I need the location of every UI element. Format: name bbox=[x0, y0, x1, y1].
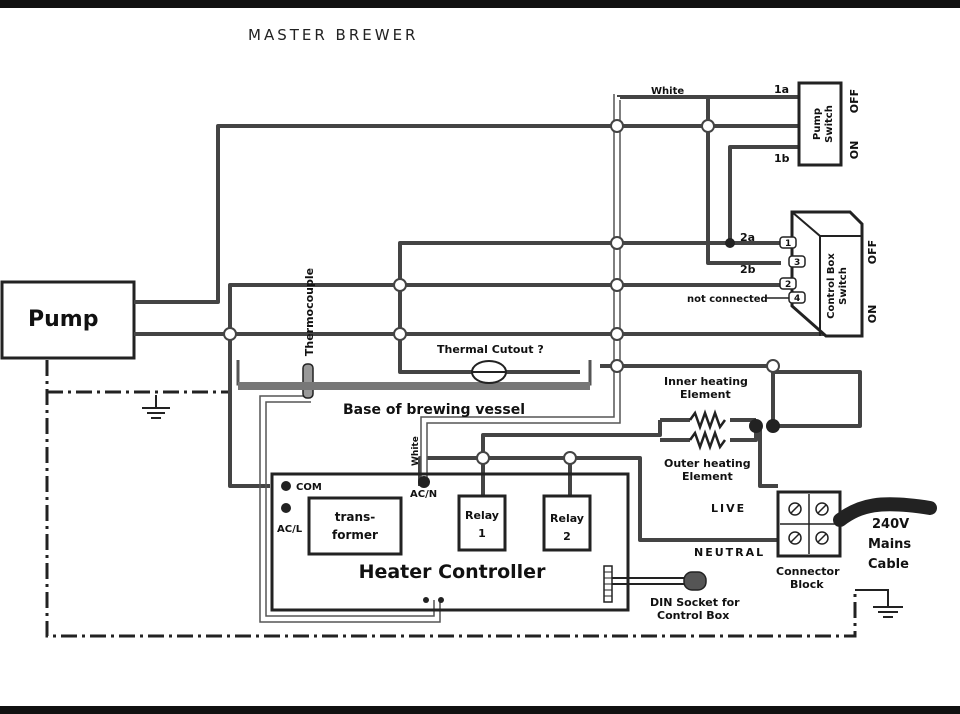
terminal-2a-label: 2a bbox=[740, 231, 755, 244]
heating-elements bbox=[688, 409, 727, 451]
mains-label-1: 240V bbox=[872, 517, 909, 532]
ground-symbol-left bbox=[142, 395, 170, 419]
relay-2-box bbox=[542, 494, 592, 552]
diagram-title: MASTER BREWER bbox=[248, 26, 418, 44]
cb-switch-on: ON bbox=[866, 305, 879, 324]
inner-element-label-1: Inner heating bbox=[664, 375, 748, 388]
wire-2b bbox=[706, 97, 781, 265]
thermocouple-label: Thermocouple bbox=[303, 268, 316, 356]
com-label: COM bbox=[296, 482, 322, 493]
acl-label: AC/L bbox=[277, 524, 303, 535]
terminal-1: 1 bbox=[785, 239, 791, 249]
white-wire bbox=[420, 94, 621, 480]
relay-1-label-1: Relay bbox=[465, 509, 499, 522]
wire-acn bbox=[418, 456, 570, 486]
heater-controller-label: Heater Controller bbox=[359, 561, 547, 583]
mains-label-2: Mains bbox=[868, 537, 911, 552]
terminal-1a-label: 1a bbox=[774, 83, 789, 96]
cb-switch-off: OFF bbox=[866, 240, 879, 264]
din-label-2: Control Box bbox=[657, 609, 729, 622]
mains-cable bbox=[833, 497, 937, 527]
connector-label-1: Connector bbox=[776, 565, 840, 578]
brewing-vessel-base bbox=[236, 360, 592, 390]
heater-controller-box bbox=[270, 472, 630, 612]
thermal-cutout-label: Thermal Cutout ? bbox=[437, 343, 544, 356]
thermocouple-probe bbox=[302, 363, 314, 399]
white-wire-label-top: White bbox=[651, 86, 684, 97]
pump-switch-label-2: Switch bbox=[824, 105, 835, 143]
acn-label: AC/N bbox=[410, 489, 437, 500]
relay-1-box bbox=[457, 494, 507, 552]
pump-box bbox=[0, 280, 136, 360]
pump-switch-on: ON bbox=[848, 141, 861, 160]
inner-element-label-2: Element bbox=[680, 388, 731, 401]
din-label-1: DIN Socket for bbox=[650, 596, 740, 609]
terminal-2b-label: 2b bbox=[740, 263, 756, 276]
wire-terminal-2 bbox=[228, 283, 781, 488]
wire-relay2-neutral bbox=[568, 456, 778, 542]
terminal-3: 3 bbox=[794, 258, 800, 268]
wire-2a-cutout bbox=[398, 241, 781, 374]
ground-symbol-right bbox=[855, 589, 903, 618]
transformer-box bbox=[307, 496, 403, 556]
mains-label-3: Cable bbox=[868, 557, 909, 572]
bottom-border bbox=[0, 706, 960, 714]
outer-element-coil bbox=[688, 429, 727, 451]
inner-element-coil bbox=[688, 409, 727, 431]
transformer-label-1: trans- bbox=[335, 510, 375, 524]
relay-2-label-2: 2 bbox=[563, 530, 571, 543]
din-socket bbox=[603, 565, 707, 603]
wire-live bbox=[758, 426, 778, 488]
white-wire-outline bbox=[421, 97, 620, 480]
live-label: LIVE bbox=[711, 502, 746, 515]
earth-enclosure bbox=[45, 360, 857, 638]
pump-switch-label-1: Pump bbox=[812, 108, 823, 140]
outer-element-label-1: Outer heating bbox=[664, 457, 751, 470]
vessel-label: Base of brewing vessel bbox=[343, 402, 525, 418]
cb-switch-label-2: Switch bbox=[838, 267, 849, 305]
relay-1-label-2: 1 bbox=[478, 527, 486, 540]
outer-element-label-2: Element bbox=[682, 470, 733, 483]
pump-label: Pump bbox=[28, 307, 98, 332]
wire-crossovers bbox=[223, 119, 780, 465]
neutral-label: NEUTRAL bbox=[694, 546, 765, 559]
cb-switch-label-1: Control Box bbox=[826, 253, 837, 319]
wire-pump-live bbox=[134, 124, 799, 304]
terminal-2: 2 bbox=[785, 280, 791, 290]
top-border bbox=[0, 0, 960, 8]
wire-element-return bbox=[773, 370, 862, 428]
white-wire-label-mid: White bbox=[411, 436, 421, 466]
control-box-switch bbox=[790, 210, 864, 338]
junction-dots bbox=[281, 238, 780, 603]
connector-label-2: Block bbox=[790, 578, 824, 591]
terminal-1b-label: 1b bbox=[774, 152, 790, 165]
pump-switch-off: OFF bbox=[848, 89, 861, 113]
cb-terminals bbox=[779, 236, 806, 304]
pump-switch bbox=[797, 81, 843, 167]
relay-2-label-1: Relay bbox=[550, 512, 584, 525]
terminal-4: 4 bbox=[794, 294, 800, 304]
not-connected-label: not connected bbox=[687, 294, 768, 305]
transformer-label-2: former bbox=[332, 528, 378, 542]
connector-screws bbox=[780, 494, 838, 554]
